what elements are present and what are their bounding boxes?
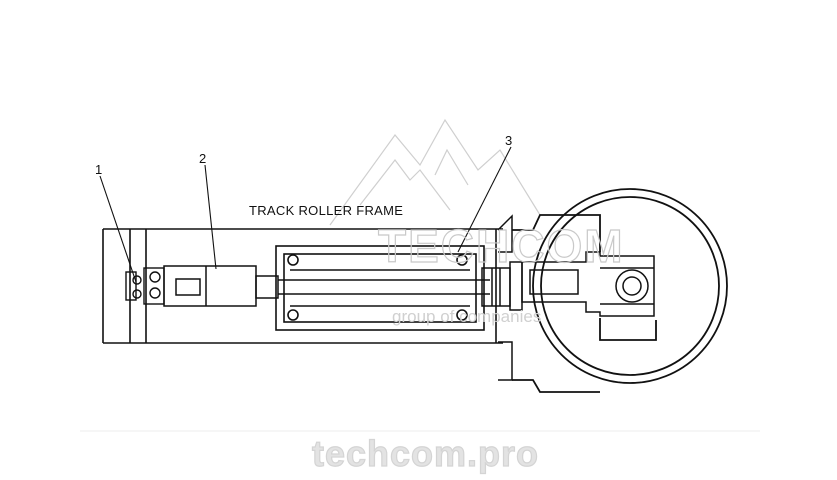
leader-line-3	[457, 146, 512, 253]
frame-label: TRACK ROLLER FRAME	[249, 203, 403, 218]
front-idler-wheel	[512, 188, 728, 393]
callout-3: 3	[505, 133, 512, 148]
adjuster-cylinder	[163, 265, 279, 307]
callout-leaders	[99, 146, 512, 283]
callout-1: 1	[95, 162, 102, 177]
watermark-subtitle: group of companies	[392, 307, 541, 326]
recoil-spring-assembly	[275, 245, 490, 331]
grease-fitting	[125, 267, 165, 305]
idler-yoke-arm	[521, 251, 655, 317]
yoke-assembly	[481, 214, 523, 381]
leader-line-1	[99, 175, 137, 283]
watermark-mountain-icon	[329, 118, 541, 226]
track-roller-frame	[102, 228, 503, 344]
watermark-brand: TECHCOM	[378, 220, 625, 272]
callout-2: 2	[199, 151, 206, 166]
watermark-url: techcom.pro	[312, 433, 539, 474]
leader-line-2	[204, 164, 217, 270]
